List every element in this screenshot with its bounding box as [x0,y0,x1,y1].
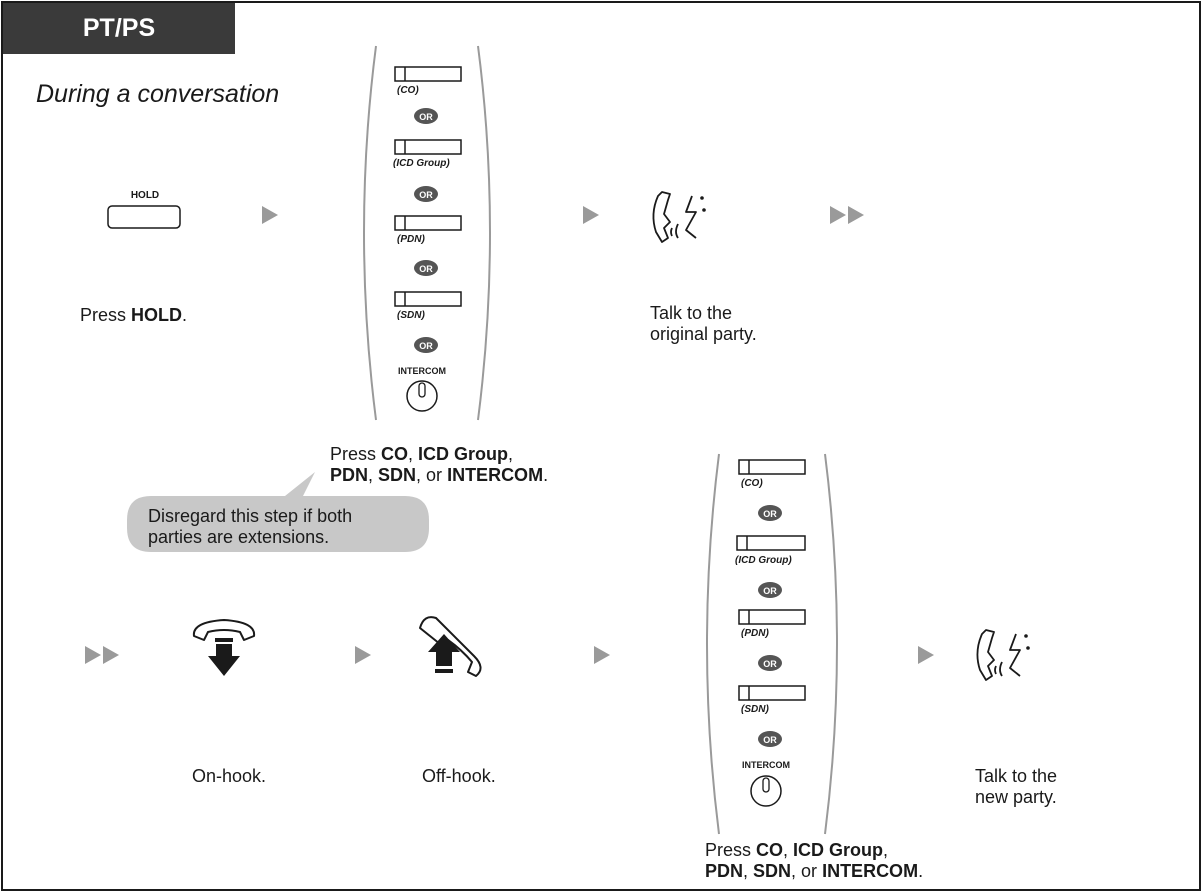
key-group-bracket [363,45,491,421]
svg-text:OR: OR [419,264,433,274]
arrow-right-icon [918,646,934,664]
double-arrow-icon [85,646,119,664]
sdn-key-icon[interactable]: (SDN) [393,290,467,320]
double-arrow-icon [830,206,864,224]
or-badge: OR [758,655,782,671]
pdn-key-icon[interactable]: (PDN) [393,214,467,244]
arrow-right-icon [594,646,610,664]
svg-text:OR: OR [763,509,777,519]
talk-handset-icon [976,629,1030,681]
co-key-label: (CO) [397,85,419,95]
header-tab: PT/PS [3,3,235,54]
arrow-right-icon [583,206,599,224]
intercom-key-icon[interactable]: INTERCOM [736,758,796,810]
or-badge: OR [758,582,782,598]
intercom-key-label: INTERCOM [742,760,790,770]
header-tab-label: PT/PS [82,14,156,42]
or-badge: OR [414,337,438,353]
svg-text:OR: OR [419,190,433,200]
hold-button-label: HOLD [131,190,159,201]
pdn-key-icon[interactable]: (PDN) [737,608,811,638]
svg-text:OR: OR [419,112,433,122]
arrow-right-icon [355,646,371,664]
sdn-key-label: (SDN) [397,310,425,320]
sdn-key-icon[interactable]: (SDN) [737,684,811,714]
pdn-key-label: (PDN) [397,234,425,244]
or-badge: OR [414,260,438,276]
hold-button-icon: HOLD [107,190,181,229]
or-badge: OR [758,731,782,747]
icd-group-key-label: (ICD Group) [393,158,450,168]
svg-text:OR: OR [763,659,777,669]
or-badge: OR [414,108,438,124]
svg-text:OR: OR [419,341,433,351]
or-badge: OR [414,186,438,202]
or-badge: OR [758,505,782,521]
press-keys-caption-2: Press CO, ICD Group, PDN, SDN, or INTERC… [705,840,924,881]
hold-caption: Press HOLD. [80,305,188,325]
sdn-key-label: (SDN) [741,704,769,714]
talk-handset-icon [652,191,706,243]
press-keys-caption-1: Press CO, ICD Group, PDN, SDN, or INTERC… [330,444,549,485]
off-hook-icon [419,616,482,677]
icd-group-key-icon[interactable]: (ICD Group) [735,534,817,566]
co-key-icon[interactable]: (CO) [737,458,811,488]
intercom-key-label: INTERCOM [398,366,446,376]
icd-group-key-icon[interactable]: (ICD Group) [393,138,473,168]
pdn-key-label: (PDN) [741,628,769,638]
key-group-bracket [706,453,838,835]
arrow-right-icon [262,206,278,224]
context-label: During a conversation [36,80,280,108]
co-key-icon[interactable]: (CO) [393,65,467,95]
intercom-key-icon[interactable]: INTERCOM [392,364,452,414]
icd-group-key-label: (ICD Group) [735,555,792,566]
off-hook-caption: Off-hook. [422,766,496,786]
co-key-label: (CO) [741,478,763,488]
svg-text:OR: OR [763,735,777,745]
on-hook-caption: On-hook. [192,766,267,786]
note-bubble [127,472,429,552]
svg-text:OR: OR [763,586,777,596]
on-hook-icon [192,619,256,676]
